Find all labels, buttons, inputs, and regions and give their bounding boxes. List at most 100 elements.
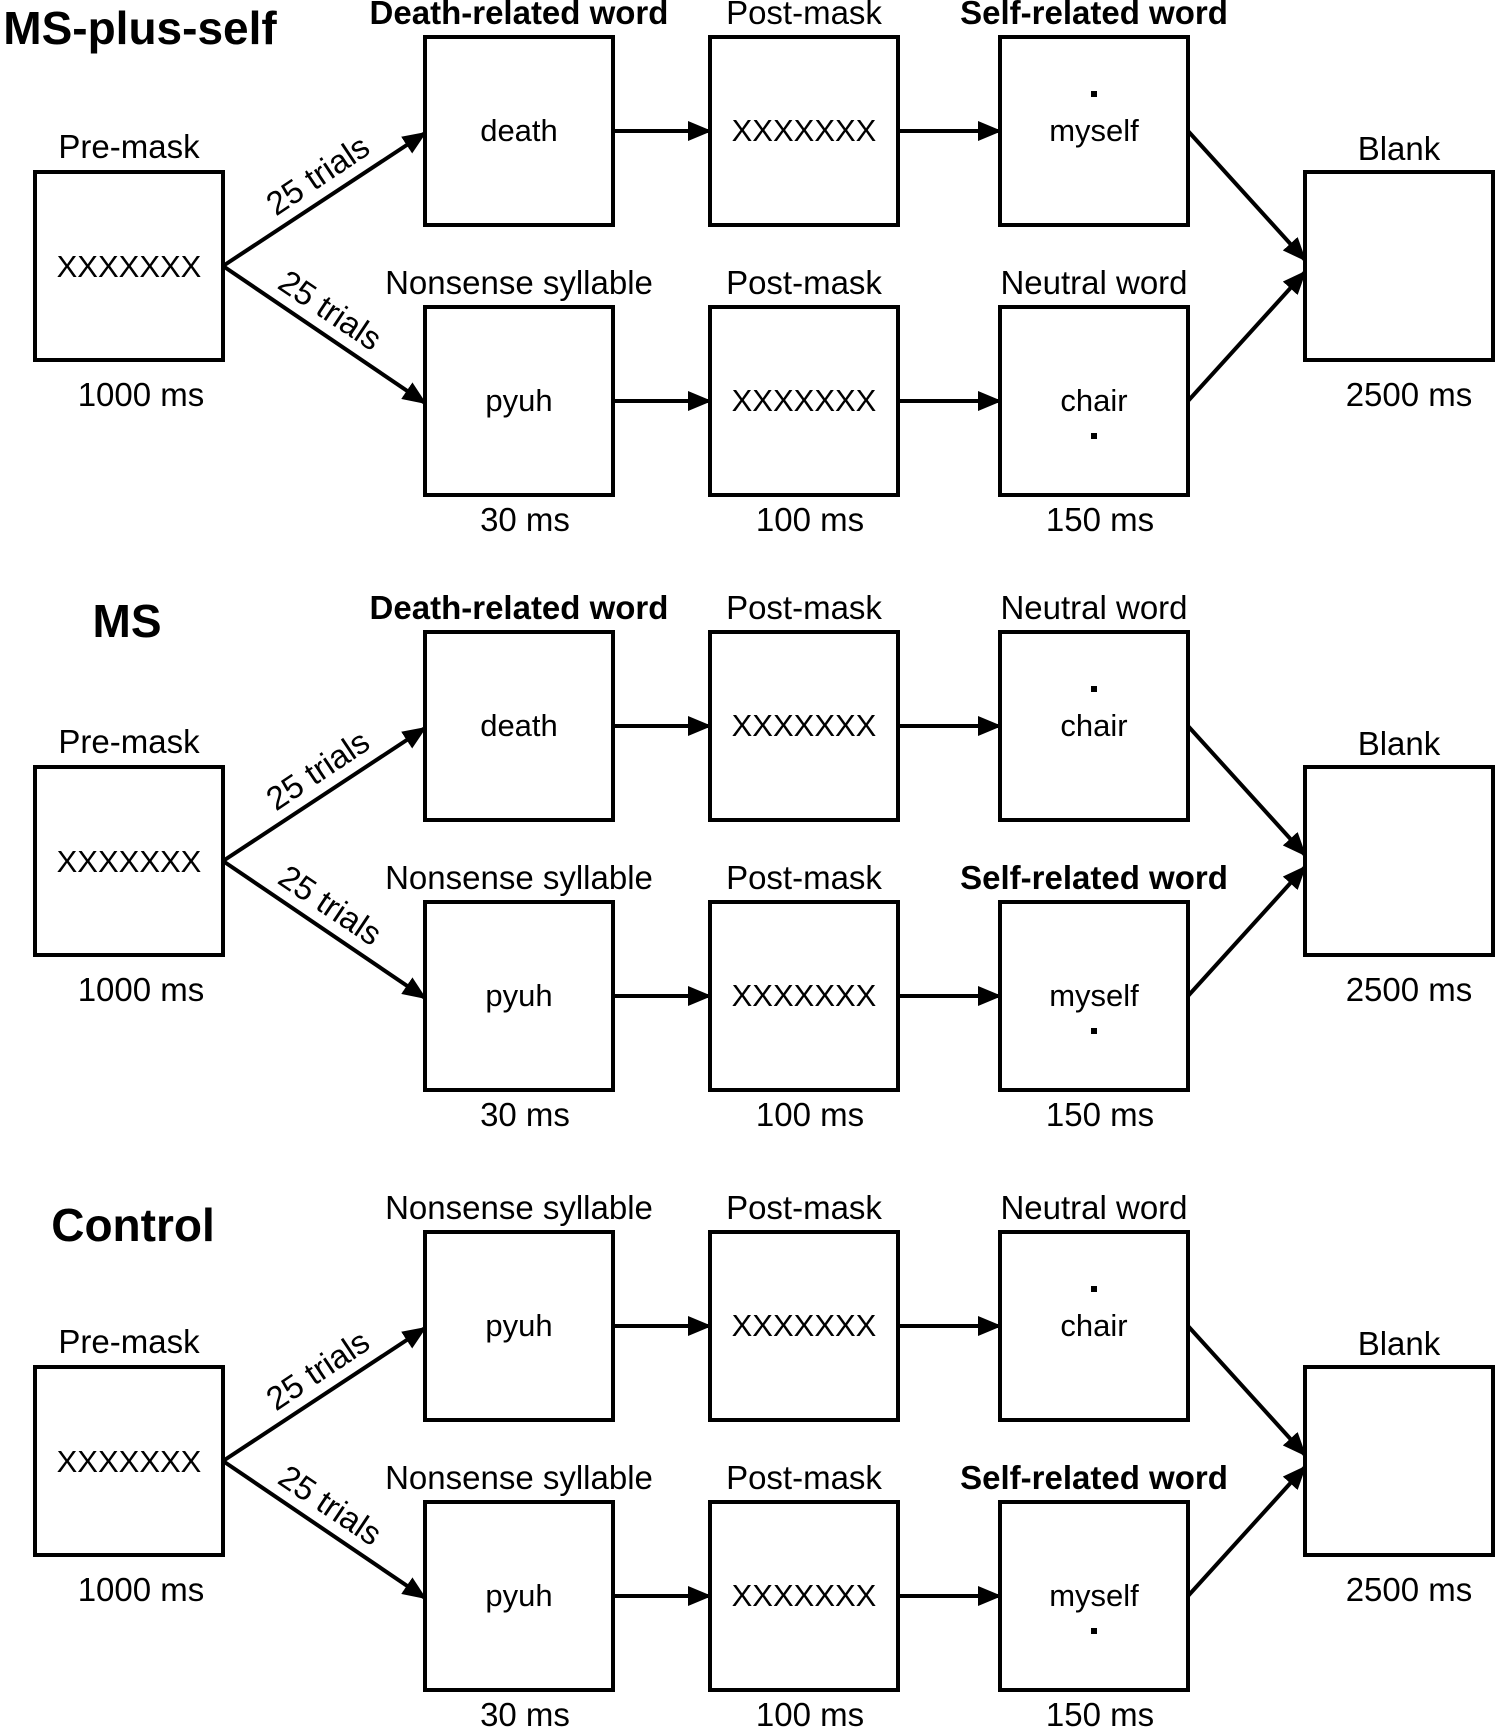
stimulus-content: death bbox=[480, 113, 558, 148]
stimulus-timing: 150 ms bbox=[1046, 501, 1154, 538]
stimulus-header: Post-mask bbox=[726, 1459, 882, 1496]
premask-content: XXXXXXX bbox=[57, 1444, 202, 1479]
converge-arrow-upper bbox=[1186, 129, 1307, 262]
converge-arrow-lower bbox=[1186, 270, 1307, 403]
stimulus-content: pyuh bbox=[485, 383, 552, 418]
stimulus-header: Post-mask bbox=[726, 264, 882, 301]
panel-title: Control bbox=[51, 1199, 215, 1251]
stimulus-timing: 100 ms bbox=[756, 1096, 864, 1133]
stimulus-header: Self-related word bbox=[960, 859, 1228, 896]
stimulus-header: Death-related word bbox=[370, 0, 669, 31]
panel-title: MS bbox=[93, 595, 162, 647]
stimulus-header: Nonsense syllable bbox=[385, 264, 653, 301]
stimulus-box bbox=[423, 1230, 615, 1422]
blank-box bbox=[1303, 170, 1495, 362]
premask-timing: 1000 ms bbox=[78, 971, 205, 1008]
stimulus-box bbox=[708, 900, 900, 1092]
stimulus-timing: 30 ms bbox=[480, 501, 570, 538]
stimulus-timing: 30 ms bbox=[480, 1696, 570, 1730]
stimulus-content: XXXXXXX bbox=[732, 978, 877, 1013]
stimulus-box bbox=[708, 305, 900, 497]
fixation-dot bbox=[1091, 1628, 1097, 1634]
stimulus-content: XXXXXXX bbox=[732, 1578, 877, 1613]
fixation-dot bbox=[1091, 686, 1097, 692]
stimulus-content: XXXXXXX bbox=[732, 708, 877, 743]
branch-arrow-lower bbox=[221, 859, 427, 1000]
premask-header: Pre-mask bbox=[58, 1323, 200, 1360]
stimulus-content: myself bbox=[1049, 978, 1139, 1013]
stimulus-content: XXXXXXX bbox=[732, 383, 877, 418]
stimulus-box bbox=[423, 900, 615, 1092]
stimulus-content: pyuh bbox=[485, 1578, 552, 1613]
stimulus-header: Neutral word bbox=[1000, 264, 1187, 301]
fixation-dot bbox=[1091, 91, 1097, 97]
blank-header: Blank bbox=[1358, 1325, 1441, 1362]
premask-box bbox=[33, 1365, 225, 1557]
branch-arrow-lower bbox=[221, 1459, 427, 1600]
branch-arrow-upper bbox=[221, 726, 427, 863]
branch-arrow-lower bbox=[221, 264, 427, 405]
stimulus-header: Post-mask bbox=[726, 1189, 882, 1226]
converge-arrow-lower bbox=[1186, 865, 1307, 998]
premask-timing: 1000 ms bbox=[78, 1571, 205, 1608]
stimulus-header: Nonsense syllable bbox=[385, 1459, 653, 1496]
stimulus-box bbox=[708, 1230, 900, 1422]
branch-arrow-upper bbox=[221, 1326, 427, 1463]
stimulus-content: XXXXXXX bbox=[732, 113, 877, 148]
stimulus-header: Nonsense syllable bbox=[385, 859, 653, 896]
premask-content: XXXXXXX bbox=[57, 249, 202, 284]
stimulus-header: Neutral word bbox=[1000, 589, 1187, 626]
branch-arrow-upper bbox=[221, 131, 427, 268]
stimulus-content: pyuh bbox=[485, 1308, 552, 1343]
premask-header: Pre-mask bbox=[58, 723, 200, 760]
stimulus-box bbox=[423, 1500, 615, 1692]
stimulus-content: pyuh bbox=[485, 978, 552, 1013]
stimulus-box bbox=[998, 900, 1190, 1092]
stimulus-header: Self-related word bbox=[960, 0, 1228, 31]
stimulus-box bbox=[998, 1230, 1190, 1422]
panel-title: MS-plus-self bbox=[3, 2, 277, 54]
stimulus-content: myself bbox=[1049, 113, 1139, 148]
blank-timing: 2500 ms bbox=[1346, 971, 1473, 1008]
stimulus-content: XXXXXXX bbox=[732, 1308, 877, 1343]
stimulus-content: chair bbox=[1060, 1308, 1127, 1343]
converge-arrow-upper bbox=[1186, 1324, 1307, 1457]
blank-box bbox=[1303, 765, 1495, 957]
stimulus-timing: 30 ms bbox=[480, 1096, 570, 1133]
stimulus-timing: 100 ms bbox=[756, 501, 864, 538]
blank-timing: 2500 ms bbox=[1346, 376, 1473, 413]
fixation-dot bbox=[1091, 1286, 1097, 1292]
fixation-dot bbox=[1091, 1028, 1097, 1034]
stimulus-box bbox=[708, 630, 900, 822]
stimulus-content: myself bbox=[1049, 1578, 1139, 1613]
stimulus-box bbox=[998, 1500, 1190, 1692]
stimulus-header: Death-related word bbox=[370, 589, 669, 626]
stimulus-content: chair bbox=[1060, 708, 1127, 743]
stimulus-content: death bbox=[480, 708, 558, 743]
blank-header: Blank bbox=[1358, 130, 1441, 167]
premask-timing: 1000 ms bbox=[78, 376, 205, 413]
stimulus-box bbox=[998, 305, 1190, 497]
stimulus-box bbox=[708, 35, 900, 227]
stimulus-box bbox=[423, 35, 615, 227]
stimulus-box bbox=[998, 35, 1190, 227]
stimulus-content: chair bbox=[1060, 383, 1127, 418]
stimulus-box bbox=[423, 305, 615, 497]
blank-box bbox=[1303, 1365, 1495, 1557]
stimulus-header: Post-mask bbox=[726, 589, 882, 626]
stimulus-header: Neutral word bbox=[1000, 1189, 1187, 1226]
stimulus-header: Nonsense syllable bbox=[385, 1189, 653, 1226]
blank-header: Blank bbox=[1358, 725, 1441, 762]
stimulus-timing: 100 ms bbox=[756, 1696, 864, 1730]
converge-arrow-upper bbox=[1186, 724, 1307, 857]
premask-content: XXXXXXX bbox=[57, 844, 202, 879]
stimulus-header: Self-related word bbox=[960, 1459, 1228, 1496]
stimulus-timing: 150 ms bbox=[1046, 1096, 1154, 1133]
premask-box bbox=[33, 170, 225, 362]
premask-header: Pre-mask bbox=[58, 128, 200, 165]
stimulus-box bbox=[708, 1500, 900, 1692]
converge-arrow-lower bbox=[1186, 1465, 1307, 1598]
stimulus-timing: 150 ms bbox=[1046, 1696, 1154, 1730]
fixation-dot bbox=[1091, 433, 1097, 439]
